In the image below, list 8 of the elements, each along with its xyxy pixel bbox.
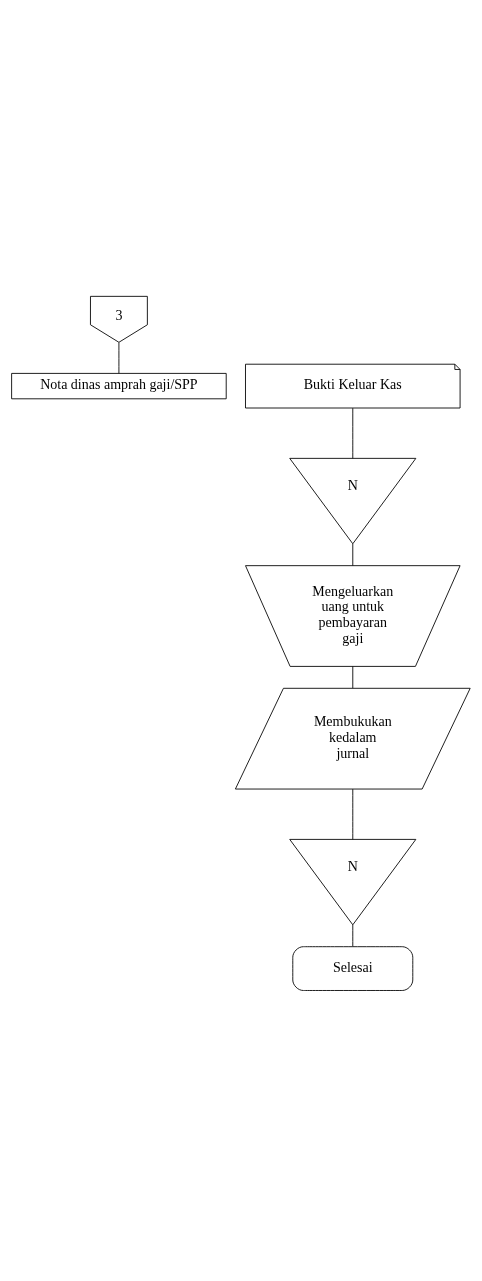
connector (352, 788, 354, 840)
node-box: Nota dinas amprah gaji/SPP (11, 372, 227, 399)
connector (352, 665, 354, 689)
connector (118, 341, 120, 374)
node-box: Selesai (292, 945, 414, 991)
connector (352, 407, 354, 459)
connector (352, 923, 354, 947)
connector (352, 543, 354, 566)
